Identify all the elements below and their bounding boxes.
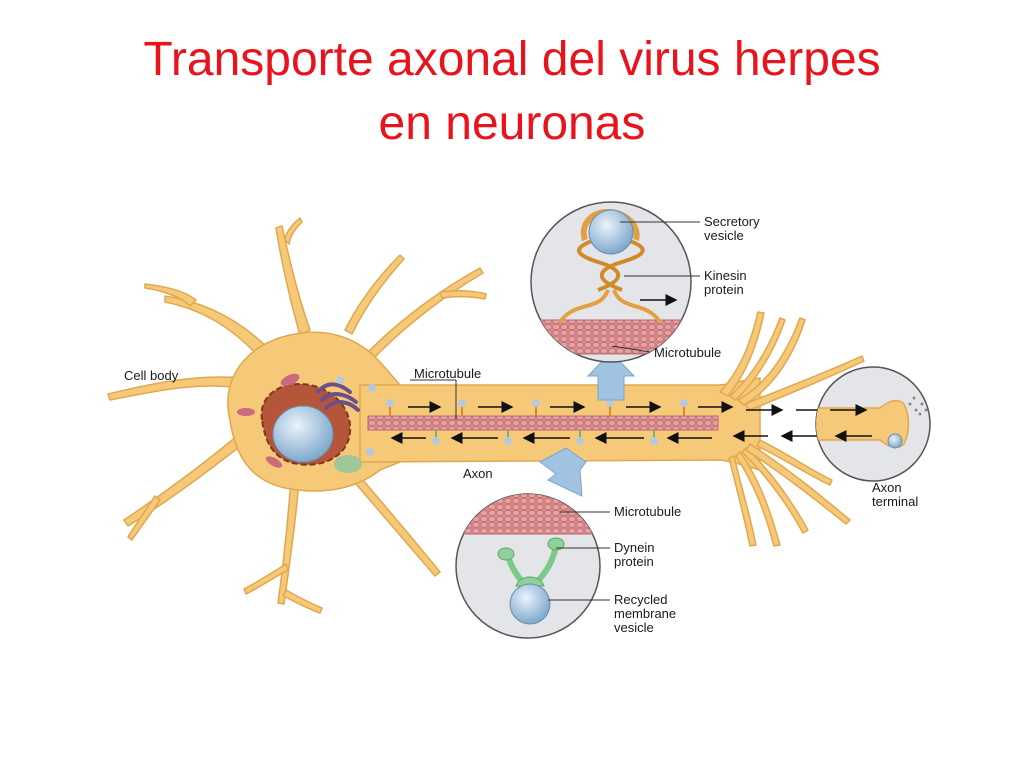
organelles — [237, 373, 376, 473]
label-microtubule-main: Microtubule — [414, 366, 481, 381]
retrograde-vesicles — [432, 430, 658, 445]
kinesin-legs — [612, 289, 662, 324]
label-recycled-1: Recycled — [614, 592, 667, 607]
dendrite — [123, 431, 249, 527]
dendrite — [144, 283, 197, 307]
label-cell-body: Cell body — [124, 368, 179, 383]
small-vesicle — [368, 384, 376, 392]
kinesin-vesicle — [458, 399, 466, 416]
small-vesicle — [366, 448, 374, 456]
dendrite — [243, 563, 289, 595]
kinesin-vesicle — [532, 399, 540, 416]
label-top-microtubule: Microtubule — [654, 345, 721, 360]
dynein-vesicle — [650, 430, 658, 445]
secretory-vesicle — [588, 209, 634, 255]
nucleus — [272, 405, 334, 463]
mitochondrion — [237, 408, 255, 416]
terminal-branch — [756, 439, 833, 486]
zoom-arrow-down — [539, 447, 587, 497]
lysosome — [334, 455, 362, 473]
kinesin-vesicle — [386, 399, 394, 416]
dynein-vesicle — [504, 430, 512, 445]
dendrite — [284, 217, 303, 245]
label-recycled-2: membrane — [614, 606, 676, 621]
recycled-vesicle — [509, 583, 551, 625]
kinesin-zoom-circle — [530, 201, 692, 363]
slide-title-line-2: en neuronas — [378, 97, 646, 150]
label-kinesin-2: protein — [704, 282, 744, 297]
dendrite — [344, 254, 405, 335]
mitochondrion — [265, 456, 283, 468]
terminal-branch — [745, 443, 851, 525]
dynein-vesicle — [432, 430, 440, 445]
label-bottom-microtubule: Microtubule — [614, 504, 681, 519]
axon-terminal-circle — [815, 366, 931, 482]
terminal-branch — [744, 355, 865, 411]
small-vesicle — [336, 376, 344, 384]
mitochondrion — [280, 373, 300, 387]
dynein-zoom-circle — [455, 493, 601, 639]
zoom-arrow-up — [586, 351, 636, 401]
axon-microtubule — [367, 415, 719, 431]
label-axon-terminal-1: Axon — [872, 480, 902, 495]
dynein-head — [497, 547, 515, 561]
anterograde-vesicles — [386, 399, 688, 416]
dynein-vesicle — [576, 430, 584, 445]
label-kinesin-1: Kinesin — [704, 268, 747, 283]
label-secretory-1: Secretory — [704, 214, 760, 229]
dendrite — [127, 495, 161, 541]
label-axon: Axon — [463, 466, 493, 481]
dendrite — [343, 464, 441, 577]
kinesin-vesicle — [606, 399, 614, 416]
kinesin-vesicle — [680, 399, 688, 416]
released-particles — [908, 396, 928, 416]
golgi-apparatus — [316, 382, 360, 412]
dendrite — [107, 376, 243, 401]
kinesin-coil — [577, 236, 645, 292]
dendrite — [282, 589, 323, 614]
terminal-branch — [737, 317, 806, 406]
terminal-branch — [719, 311, 765, 397]
dynein-body — [515, 576, 545, 587]
label-dynein-1: Dynein — [614, 540, 654, 555]
dendrite — [439, 289, 487, 300]
leader-lines — [410, 221, 700, 601]
dynein-head — [547, 537, 565, 551]
terminal-branch — [741, 447, 809, 534]
terminal-branch — [728, 455, 757, 547]
slide-title: Transporte axonal del virus herpes en ne… — [0, 28, 1024, 156]
terminal-branch — [729, 317, 786, 401]
slide-title-line-1: Transporte axonal del virus herpes — [143, 33, 881, 86]
terminal-branch — [735, 451, 781, 547]
label-dynein-2: protein — [614, 554, 654, 569]
kinesin-legs — [558, 289, 610, 324]
label-secretory-2: vesicle — [704, 228, 744, 243]
zoom-microtubule — [456, 494, 600, 535]
label-recycled-3: vesicle — [614, 620, 654, 635]
dendrite — [275, 225, 311, 336]
label-axon-terminal-2: terminal — [872, 494, 918, 509]
terminal-vesicle — [887, 433, 903, 449]
